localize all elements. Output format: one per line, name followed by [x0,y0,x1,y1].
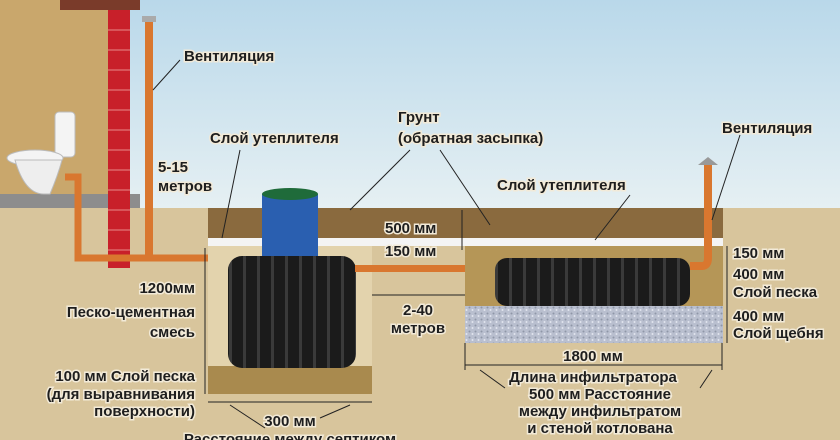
brick-chimney [108,10,130,268]
vent-cap-left [142,16,156,22]
brick-mortar-lines [108,29,130,251]
roof [60,0,140,10]
label-vent-right: Вентиляция [722,120,812,137]
label-depth-500: 500 мм [385,220,436,237]
label-distance-house-1: 5-15 [158,159,188,176]
label-length-1800: 1800 мм [563,348,623,365]
insulation-layer [208,238,723,246]
label-height-1200: 1200мм [139,280,195,297]
toilet-icon [6,111,76,195]
pipe-between-tanks [355,265,495,272]
label-insulation-left: Слой утеплителя [210,130,339,147]
label-gap-300: 300 мм [264,413,315,430]
vent-cap-right [698,157,718,165]
label-gap-500-2: между инфильтратом [519,403,681,420]
label-depth-150-right: 150 мм [733,245,784,262]
sand-base-layer [208,366,372,394]
label-sand-100-3: поверхности) [94,403,195,420]
drain-pipe-house [65,173,232,262]
sky [0,0,840,210]
label-distance-house-2: метров [158,178,212,195]
label-sand-cement-1: Песко-цементная [67,304,195,321]
dimension-lines [152,59,741,429]
septic-tank [228,256,356,368]
vent-pipe-left [145,22,153,257]
label-distance-tanks-2: метров [391,320,445,337]
floor-slab [0,194,140,208]
label-gravel-400-2: Слой щебня [733,325,824,342]
infiltrator [495,258,690,306]
label-sand-100-2: (для выравнивания [47,386,195,403]
tank-lid [262,188,318,200]
label-sand-400-1: 400 мм [733,266,784,283]
label-soil-1: Грунт [398,109,440,126]
label-gap-500-3: и стеной котлована [527,420,673,437]
label-gap-300-desc: Расстояние между септиком [184,431,396,440]
vent-pipe-right [690,165,712,270]
label-gap-500-1: 500 мм Расстояние [529,386,671,403]
tank-neck [262,194,318,256]
label-gravel-400-1: 400 мм [733,308,784,325]
label-depth-150-left: 150 мм [385,243,436,260]
label-insulation-right: Слой утеплителя [497,177,626,194]
label-vent-left: Вентиляция [184,48,274,65]
label-sand-400-2: Слой песка [733,284,818,301]
label-soil-2: (обратная засыпка) [398,130,543,147]
label-sand-100-1: 100 мм Слой песка [55,368,195,385]
gravel-layer [465,306,723,343]
label-sand-cement-2: смесь [150,324,195,341]
label-distance-tanks-1: 2-40 [403,302,433,319]
label-infiltrator-length: Длина инфильтратора [509,369,677,386]
